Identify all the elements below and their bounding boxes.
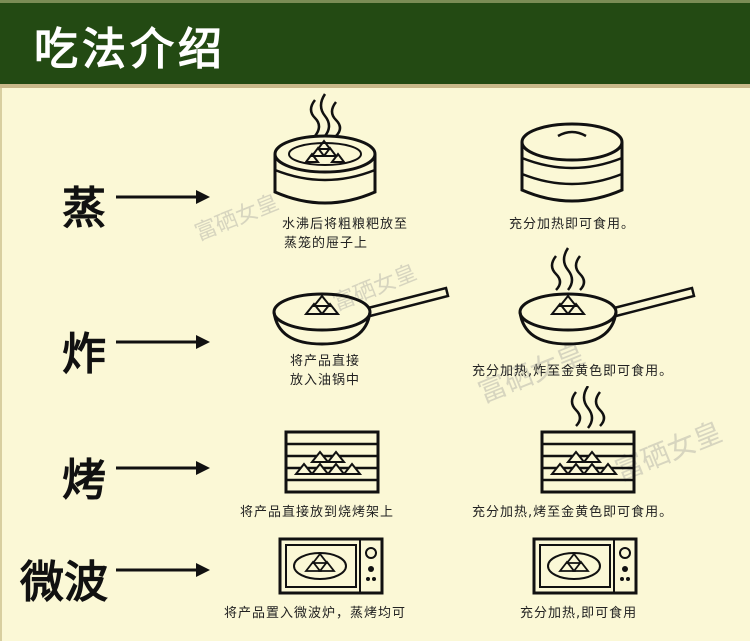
fry-step2: 充分加热,炸至金黄色即可食用。 (472, 364, 674, 379)
arrow-icon (116, 461, 210, 475)
arrow-icon (116, 190, 210, 204)
frying-pan-steam-icon (518, 247, 696, 346)
fry-step1-line2: 放入油锅中 (290, 373, 361, 388)
header-divider (0, 84, 750, 88)
grill-rack-steam-icon (540, 386, 636, 494)
steamer-dumplings-icon (273, 93, 377, 205)
microwave-icon (532, 537, 638, 595)
arrow-icon (116, 563, 210, 577)
fry-step1-line1: 将产品直接 (290, 354, 361, 369)
microwave-icon (278, 537, 384, 595)
method-label-fry: 炸 (62, 329, 106, 380)
steam-step1-line2: 蒸笼的屉子上 (284, 236, 369, 251)
grill-rack-icon (284, 430, 380, 494)
frying-pan-icon (272, 286, 450, 346)
microwave-step1: 将产品置入微波炉，蒸烤均可 (224, 606, 407, 621)
method-label-bake: 烤 (62, 455, 106, 506)
method-label-steam: 蒸 (62, 183, 106, 234)
steam-step2: 充分加热即可食用。 (509, 217, 636, 232)
bake-step1: 将产品直接放到烧烤架上 (240, 505, 395, 520)
arrow-icon (116, 335, 210, 349)
method-label-microwave: 微波 (20, 557, 108, 608)
header-bar: 吃法介绍 (0, 0, 750, 84)
microwave-step2: 充分加热,即可食用 (520, 606, 638, 621)
steam-step1-line1: 水沸后将粗粮粑放至 (282, 217, 409, 232)
page-title: 吃法介绍 (34, 24, 226, 75)
bake-step2: 充分加热,烤至金黄色即可食用。 (472, 505, 674, 520)
closed-steamer-icon (520, 122, 624, 203)
